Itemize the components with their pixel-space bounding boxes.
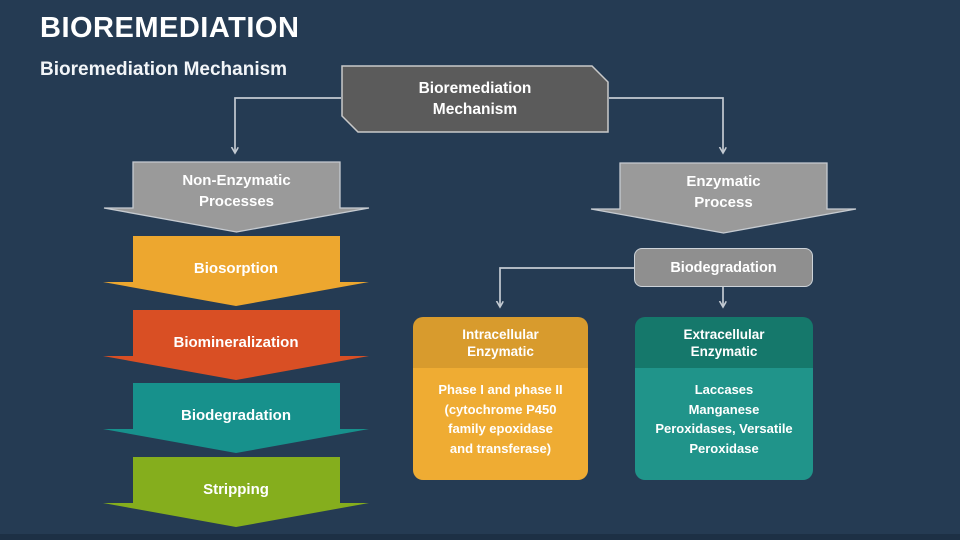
root-node-shape bbox=[341, 65, 609, 133]
card-body: Laccases Manganese Peroxidases, Versatil… bbox=[635, 368, 813, 480]
card-extracellular-enzymatic: Extracellular Enzymatic Laccases Mangane… bbox=[635, 317, 813, 480]
connector-biodeg-to-intracellular bbox=[500, 267, 634, 307]
step-label: Stripping bbox=[203, 480, 269, 498]
connector-root-to-right bbox=[609, 97, 723, 153]
step-biomineralization: Biomineralization bbox=[103, 310, 369, 380]
page-title: BIOREMEDIATION bbox=[40, 12, 300, 44]
step-label: Biosorption bbox=[193, 259, 279, 277]
branch-non-enzymatic: Non-Enzymatic Processes bbox=[103, 161, 370, 233]
card-header: Extracellular Enzymatic bbox=[635, 317, 813, 368]
card-header: Intracellular Enzymatic bbox=[413, 317, 588, 368]
page-subtitle: Bioremediation Mechanism bbox=[40, 59, 288, 80]
step-label: Biodegradation bbox=[180, 406, 291, 424]
root-node-label: Bioremediation Mechanism bbox=[418, 80, 532, 118]
step-biosorption: Biosorption bbox=[103, 236, 369, 306]
branch-arrow-shape bbox=[103, 161, 370, 233]
node-biodegradation-label: Biodegradation bbox=[670, 259, 777, 276]
branch-non-enzymatic-label: Non-Enzymatic Processes bbox=[182, 172, 291, 210]
branch-enzymatic-label: Enzymatic Process bbox=[686, 173, 761, 211]
root-node-bioremediation-mechanism: Bioremediation Mechanism bbox=[341, 65, 609, 133]
step-biodegradation: Biodegradation bbox=[103, 383, 369, 453]
connector-root-to-left bbox=[235, 97, 341, 153]
branch-enzymatic: Enzymatic Process bbox=[590, 162, 857, 234]
node-biodegradation: Biodegradation bbox=[634, 248, 813, 287]
card-intracellular-enzymatic: Intracellular Enzymatic Phase I and phas… bbox=[413, 317, 588, 480]
branch-arrow-shape bbox=[590, 162, 857, 234]
step-label: Biomineralization bbox=[173, 333, 299, 351]
card-body: Phase I and phase II (cytochrome P450 fa… bbox=[413, 368, 588, 480]
bottom-accent-strip bbox=[0, 534, 960, 540]
step-stripping: Stripping bbox=[103, 457, 369, 527]
